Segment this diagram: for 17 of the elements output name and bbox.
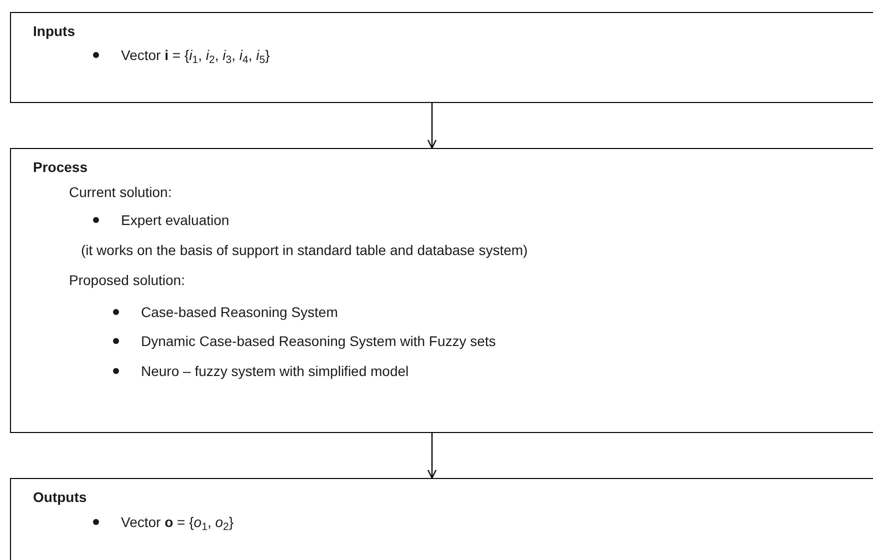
list-item: Dynamic Case-based Reasoning System with Fuzzy sets — [141, 332, 496, 351]
section-heading: Process — [33, 158, 88, 177]
list-item: Case-based Reasoning System — [141, 303, 338, 322]
list-item: Vector o = {o$_{1}$, o$_{2}$} — [121, 513, 234, 532]
process-box — [10, 478, 873, 560]
body-text: Proposed solution: — [69, 271, 185, 290]
section-heading: Outputs — [33, 488, 87, 507]
list-item: Neuro – fuzzy system with simplified model — [141, 362, 409, 381]
list-item: Expert evaluation — [121, 211, 230, 230]
arrow — [427, 433, 437, 479]
process-box — [10, 148, 873, 433]
list-item: Vector i = {i$_{1}$, i$_{2}$, i$_{3}$, i$_{4}$, i$_{5}$} — [121, 46, 270, 65]
arrow — [427, 103, 437, 149]
body-text: (it works on the basis of support in standard table and database system) — [81, 241, 528, 260]
body-text: Current solution: — [69, 183, 172, 202]
section-heading: Inputs — [33, 22, 75, 41]
process-box — [10, 12, 873, 103]
